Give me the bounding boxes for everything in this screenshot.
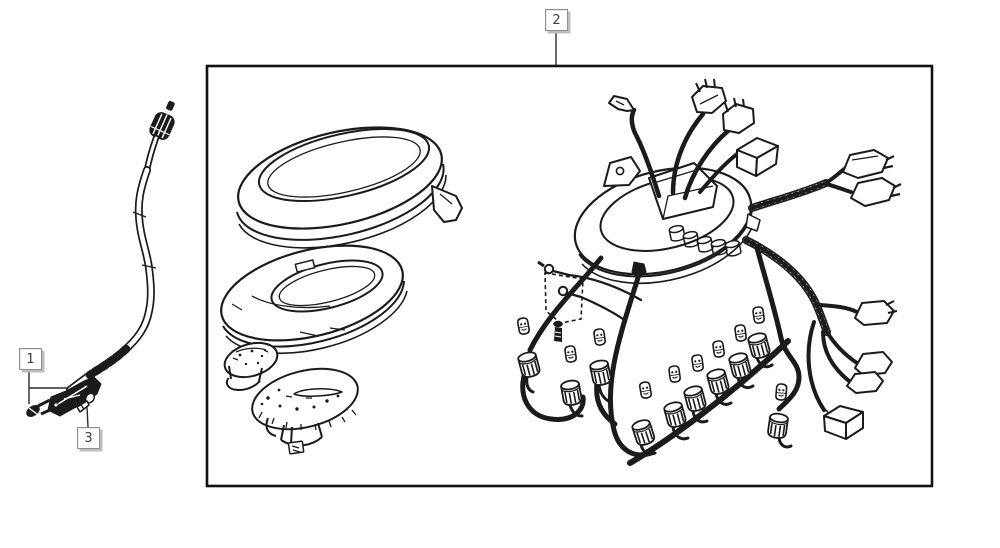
callout-3-label: 3 [84,430,93,446]
cable-outer-sheath [66,134,160,394]
callout-3[interactable]: 3 [77,427,100,449]
bulb [733,323,748,343]
bulb [563,344,578,364]
terminal-screw [553,320,563,342]
bezel-notch [294,259,316,273]
connector-right-3 [854,300,898,326]
speedometer-cable [26,100,175,417]
bulb [667,364,682,384]
bulb-holder-row [667,223,743,258]
wrapped-loom [743,237,830,335]
harness-top-wires [608,78,779,201]
bracket-mount-tab [603,156,641,187]
bulb-socket [766,411,790,440]
bulb-socket [746,330,772,361]
cable-o-ring [26,405,40,417]
bulb-socket [559,378,584,408]
bulb-socket [682,383,708,414]
bulb-socket [588,358,613,388]
relay-box [736,137,779,177]
speedometer-face [251,367,359,455]
fuel-gauge-face [223,341,279,391]
callout-1-label: 1 [26,351,35,367]
connector-right-2 [850,177,902,207]
leader-line-1 [28,369,67,404]
needle-slot [293,388,343,397]
bulb-socket [662,399,688,430]
harness-right-wires [742,149,902,440]
wiring-harness [516,78,902,466]
callout-1[interactable]: 1 [19,348,42,370]
connector-right-5 [846,371,884,394]
bulb [592,327,607,347]
connector-top-2 [722,97,755,134]
leader-lines [28,30,557,428]
cable-ribbed-section [85,344,131,380]
bulb [690,353,705,373]
parts-group-box [205,64,934,488]
bulb-socket [630,417,657,448]
cover-side-tab [431,185,463,223]
connector-right-1 [842,149,895,179]
bulb [774,382,788,402]
cable-knurled-nut [149,112,175,140]
callout-2[interactable]: 2 [545,9,568,31]
bulb [711,339,726,359]
terminal-bracket [537,260,643,342]
cable-screw [76,392,96,413]
bulb-socket [727,350,753,381]
speedometer-cover [236,126,463,249]
leader-line-3 [86,406,89,428]
bulb [638,380,653,400]
bulb-socket-cluster [516,255,793,466]
fuel-gauge-pocket [225,365,263,391]
bulb-socket [516,349,542,380]
bulb [516,316,531,336]
cable-tip [166,100,175,111]
connector-top-1 [691,78,727,114]
wrapped-loom [749,180,829,211]
callout-2-label: 2 [552,12,561,28]
bulb-socket [705,366,731,397]
cable-end-fitting [37,376,102,417]
gauge-housing [220,244,408,354]
bulb [751,305,766,325]
gauge-mounting-bracket [265,417,323,455]
connector-right-6 [821,405,864,440]
